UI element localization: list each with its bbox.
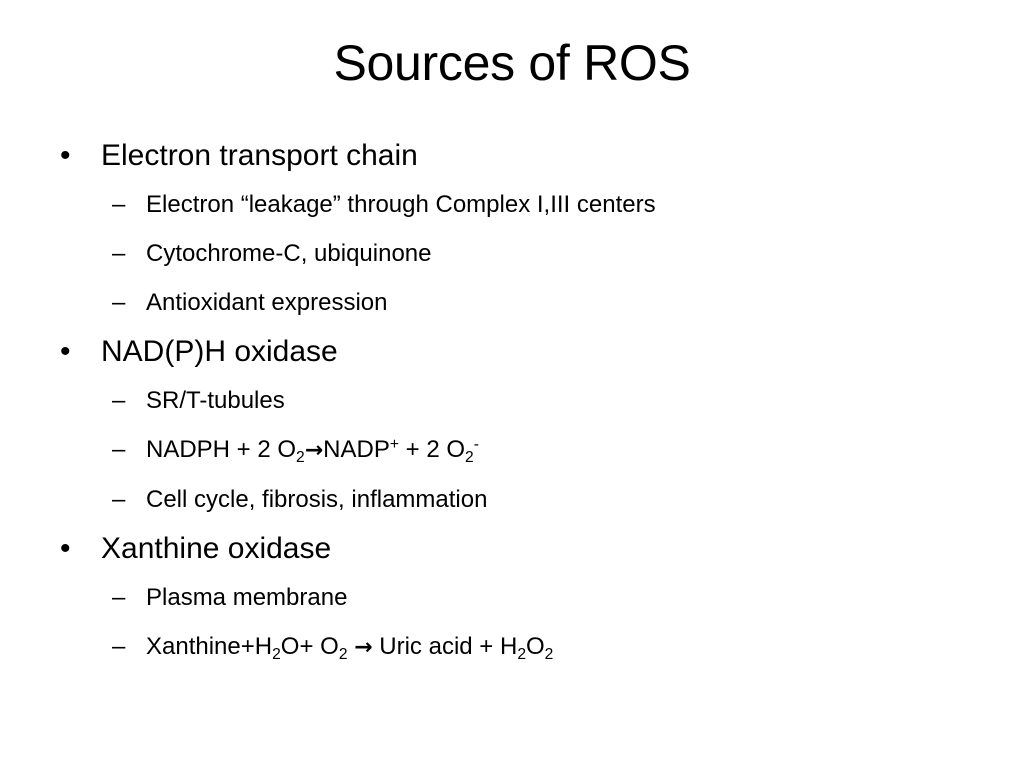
sub-bullet-text: Cell cycle, fibrosis, inflammation — [146, 486, 488, 513]
bullet-icon: • — [60, 335, 71, 368]
section-heading: Xanthine oxidase — [101, 532, 332, 565]
bullet-icon: • — [60, 532, 71, 565]
superscript: + — [389, 436, 399, 454]
subscript: 2 — [338, 645, 348, 663]
dash-icon: – — [112, 486, 126, 513]
section-heading: Electron transport chain — [101, 139, 418, 172]
sub-bullet-text: Cytochrome-C, ubiquinone — [146, 240, 432, 267]
subscript: 2 — [465, 448, 474, 466]
sub-bullet-sr-t-tubules: – SR/T-tubules — [60, 384, 980, 418]
equation-uric-acid: Uric acid + H — [372, 633, 518, 660]
dash-icon: – — [112, 584, 126, 611]
sub-bullet-plasma-membrane: – Plasma membrane — [60, 581, 980, 615]
superscript: - — [473, 436, 479, 454]
sub-bullet-text: Plasma membrane — [146, 584, 348, 611]
sub-bullet-antioxidant: – Antioxidant expression — [60, 286, 980, 320]
slide-title: Sources of ROS — [333, 35, 691, 91]
equation-nadp-product: NADP — [323, 436, 390, 463]
sub-bullet-nadph-equation: – NADPH + 2 O2→NADP+ + 2 O2- — [60, 433, 980, 468]
subscript: 2 — [296, 448, 305, 466]
arrow-right-icon: → — [354, 635, 373, 660]
sub-bullet-text: Electron “leakage” through Complex I,III… — [146, 191, 656, 218]
bullet-nadph-oxidase: • NAD(P)H oxidase — [60, 330, 980, 374]
bullet-icon: • — [60, 139, 71, 172]
sub-bullet-xanthine-equation: – Xanthine+H2O+ O2 → Uric acid + H2O2 — [60, 630, 980, 665]
sub-bullet-text: SR/T-tubules — [146, 387, 285, 414]
sub-bullet-electron-leakage: – Electron “leakage” through Complex I,I… — [60, 188, 980, 222]
sub-bullet-cell-cycle: – Cell cycle, fibrosis, inflammation — [60, 483, 980, 517]
subscript: 2 — [517, 645, 526, 663]
equation-xanthine: Xanthine+H — [146, 633, 273, 660]
dash-icon: – — [112, 240, 126, 267]
dash-icon: – — [112, 633, 126, 660]
subscript: 2 — [544, 645, 554, 663]
dash-icon: – — [112, 436, 126, 463]
subscript: 2 — [272, 645, 281, 663]
dash-icon: – — [112, 191, 126, 218]
arrow-right-icon: → — [304, 438, 324, 463]
bullet-electron-transport-chain: • Electron transport chain — [60, 134, 980, 178]
equation-peroxide-o: O — [526, 633, 545, 660]
equation-superoxide: + 2 O — [398, 436, 466, 463]
dash-icon: – — [112, 387, 126, 414]
equation-water-oxygen: O+ O — [280, 633, 339, 660]
dash-icon: – — [112, 289, 126, 316]
section-heading: NAD(P)H oxidase — [101, 335, 338, 368]
bullet-xanthine-oxidase: • Xanthine oxidase — [60, 527, 980, 571]
equation-nadph-reactant: NADPH + 2 O — [146, 436, 297, 463]
sub-bullet-text: Antioxidant expression — [146, 289, 388, 316]
sub-bullet-cytochrome: – Cytochrome-C, ubiquinone — [60, 237, 980, 271]
slide-content: • Electron transport chain – Electron “l… — [60, 134, 980, 665]
